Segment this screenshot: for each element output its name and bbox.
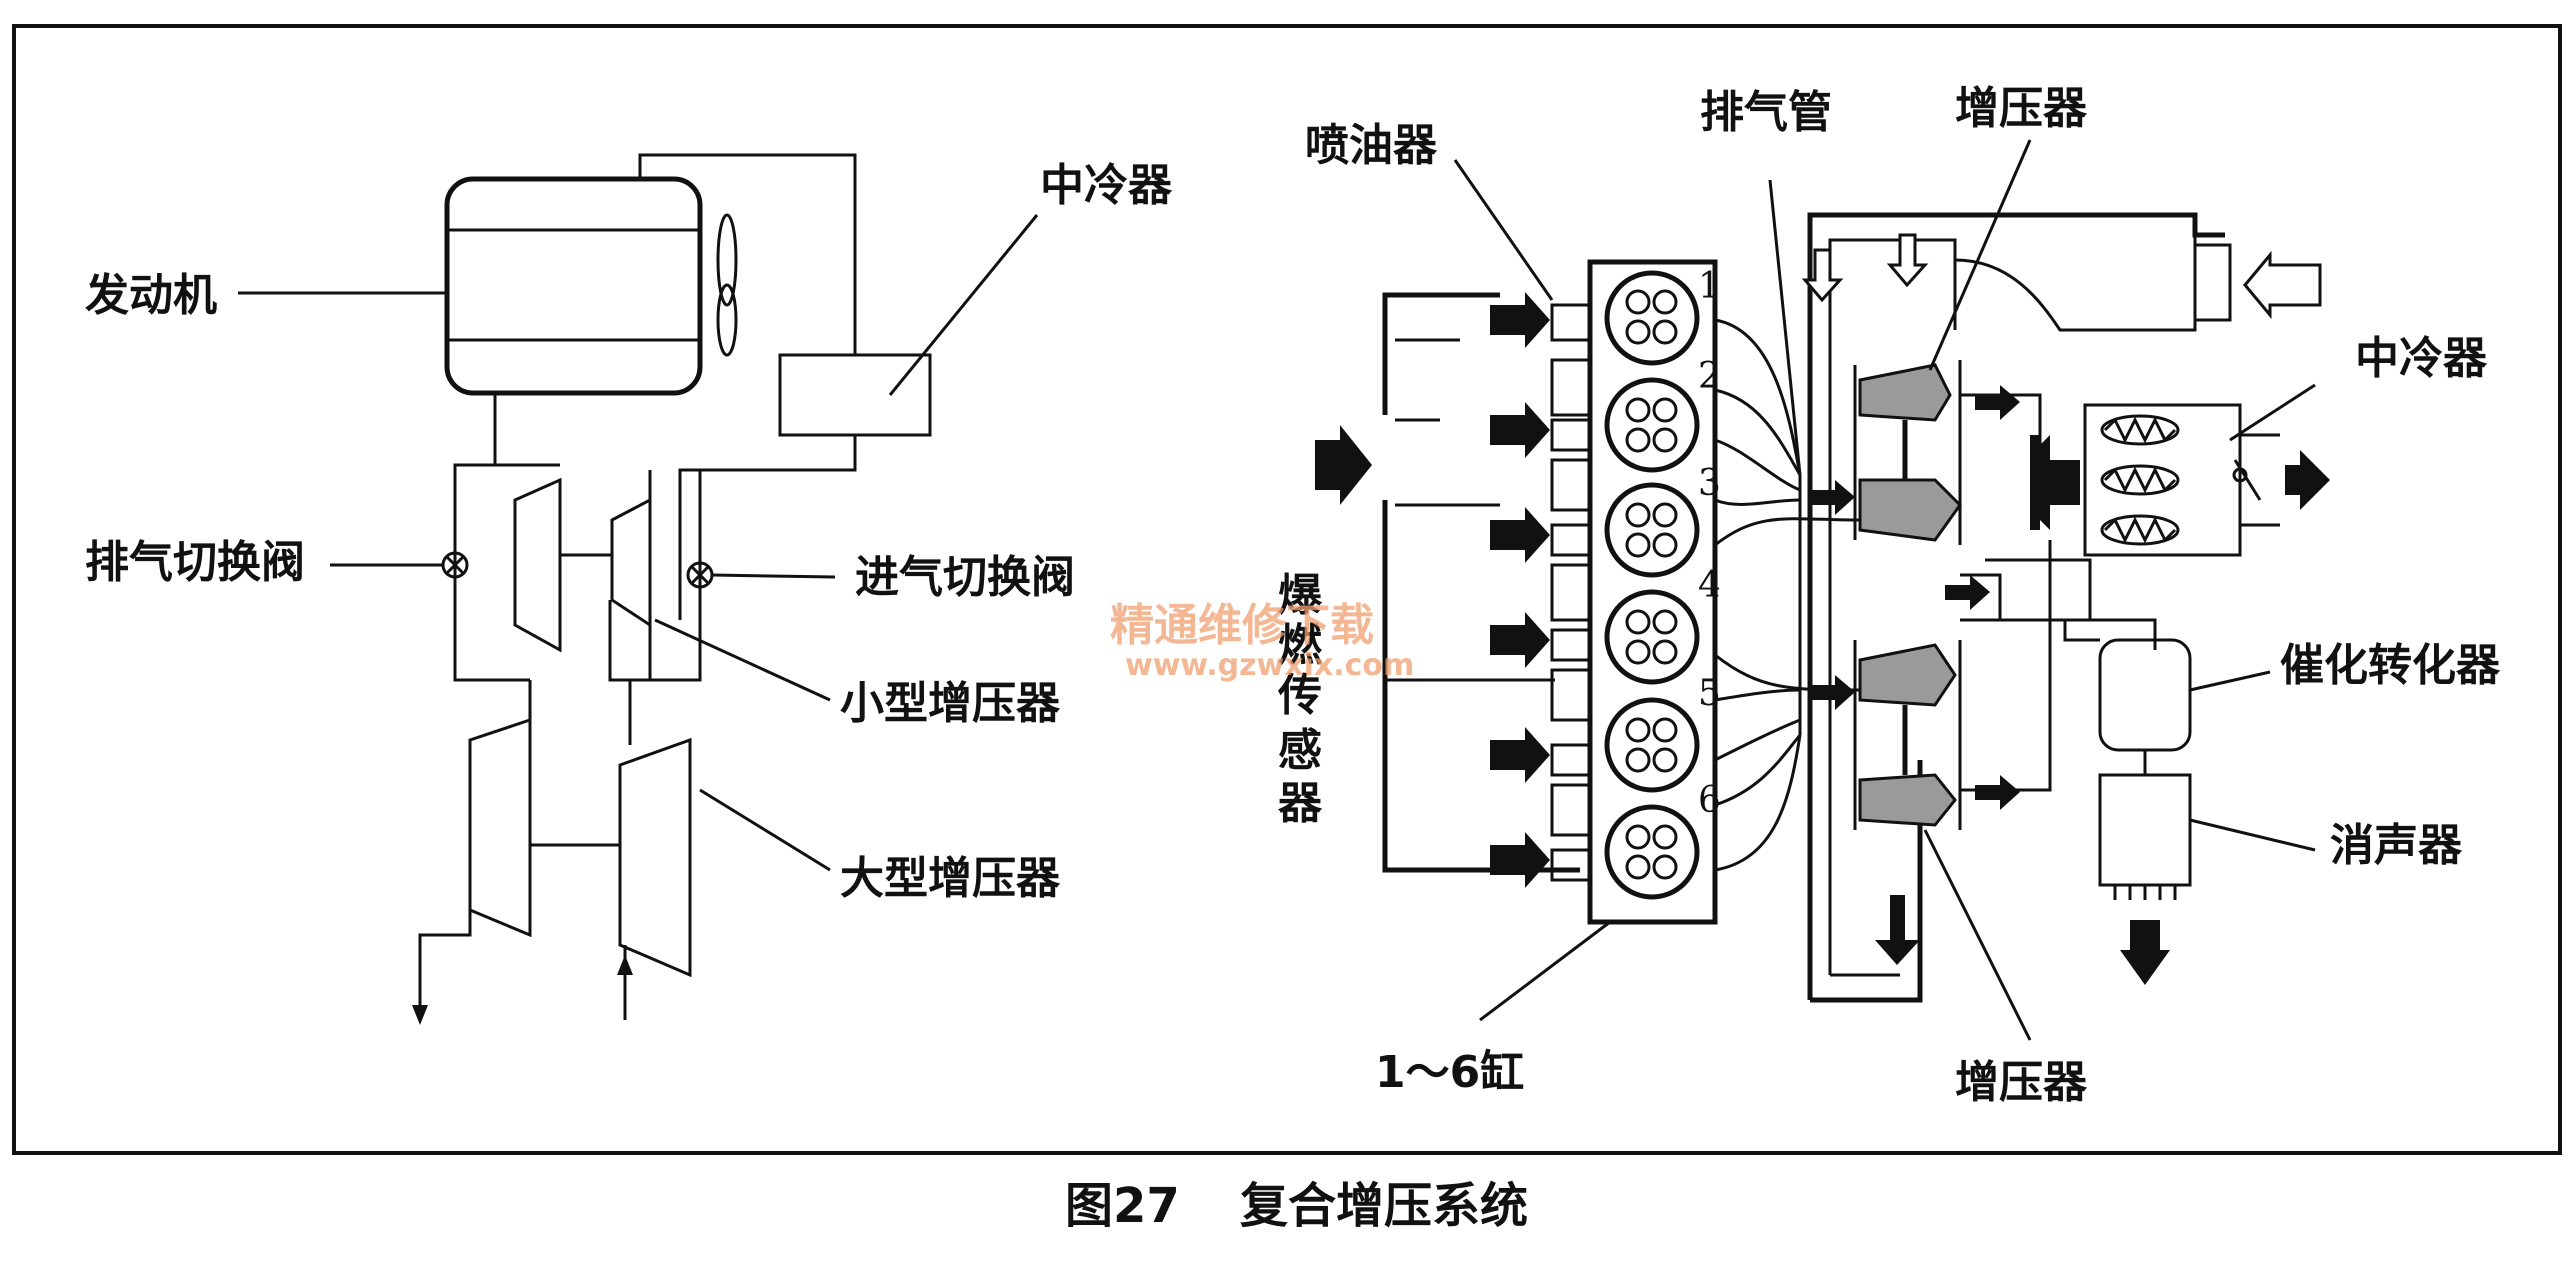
- turbo-top-label: 增压器: [1955, 83, 2088, 134]
- injectors: [1490, 292, 1592, 888]
- catalytic-converter-label: 催化转化器: [2280, 640, 2501, 691]
- intake-switch-valve: [686, 561, 714, 589]
- cylinder-number-6: 6: [1698, 780, 1721, 821]
- figure-caption: 图27 复合增压系统: [1065, 1178, 1528, 1234]
- large-turbo-turbine: [468, 717, 532, 938]
- intercooler-box: [778, 353, 932, 437]
- small-turbo-turbine: [513, 477, 562, 653]
- intercooler-right: [2083, 403, 2280, 557]
- upper-turbocharger: [1853, 360, 1962, 545]
- cylinder-number-2: 2: [1698, 356, 1721, 397]
- watermark-url: www.gzwxix.com: [1125, 648, 1414, 683]
- catalytic-converter: [2098, 638, 2192, 752]
- small-turbo-label: 小型增压器: [840, 678, 1061, 729]
- cylinders: [1604, 270, 1700, 900]
- intercooler-label-right: 中冷器: [2355, 333, 2488, 384]
- cylinder-number-1: 1: [1698, 266, 1721, 307]
- injector-label: 喷油器: [1305, 120, 1438, 171]
- knock-sensor-label: 爆 燃 传 感 器: [1277, 570, 1323, 829]
- exhaust-valve-label: 排气切换阀: [85, 537, 305, 588]
- exhaust-out-arrow: [2120, 920, 2170, 985]
- figure-frame: [12, 24, 2562, 1155]
- lower-turbocharger: [1853, 640, 1962, 830]
- cylinders-label: 1～6缸: [1375, 1047, 1524, 1098]
- small-turbo-compressor: [610, 497, 652, 628]
- watermark-text: 精通维修下载: [1110, 600, 1374, 651]
- cylinder-number-5: 5: [1698, 673, 1721, 714]
- figure-title: 复合增压系统: [1240, 1178, 1528, 1234]
- knock-sensor-char-4: 感: [1278, 725, 1322, 776]
- knock-sensor-char-5: 器: [1278, 778, 1323, 829]
- fan-icon: [716, 213, 738, 357]
- exhaust-manifold-label: 排气管: [1700, 87, 1832, 138]
- intake-arrow: [1315, 425, 1372, 505]
- figure-number: 图27: [1065, 1178, 1180, 1234]
- knock-sensor-char-2: 燃: [1278, 620, 1323, 671]
- intake-valve-label: 进气切换阀: [855, 552, 1075, 603]
- large-turbo-compressor: [618, 737, 692, 978]
- left-schematic: 发动机 中冷器 排气切换阀 进气切换阀 小型增压器 大型增压器: [85, 153, 1173, 1025]
- cylinder-number-4: 4: [1698, 565, 1721, 606]
- muffler-label: 消声器: [2330, 820, 2463, 871]
- knock-sensor-char-3: 传: [1277, 670, 1322, 721]
- turbo-bottom-label: 增压器: [1955, 1057, 2088, 1108]
- cylinder-number-3: 3: [1698, 463, 1721, 504]
- intercooler-label-left: 中冷器: [1040, 160, 1173, 211]
- fresh-air-arrow: [2243, 250, 2322, 320]
- large-turbo-label: 大型增压器: [840, 853, 1061, 904]
- engine-block: [444, 176, 703, 396]
- watermark: 精通维修下载 www.gzwxix.com: [1110, 600, 1414, 683]
- engine-label: 发动机: [85, 270, 217, 321]
- intercooler-out-arrow: [2285, 450, 2330, 510]
- right-schematic: 1 2 3 4 5 6: [1277, 83, 2501, 1108]
- muffler: [2098, 773, 2192, 887]
- knock-sensor-char-1: 爆: [1278, 570, 1323, 621]
